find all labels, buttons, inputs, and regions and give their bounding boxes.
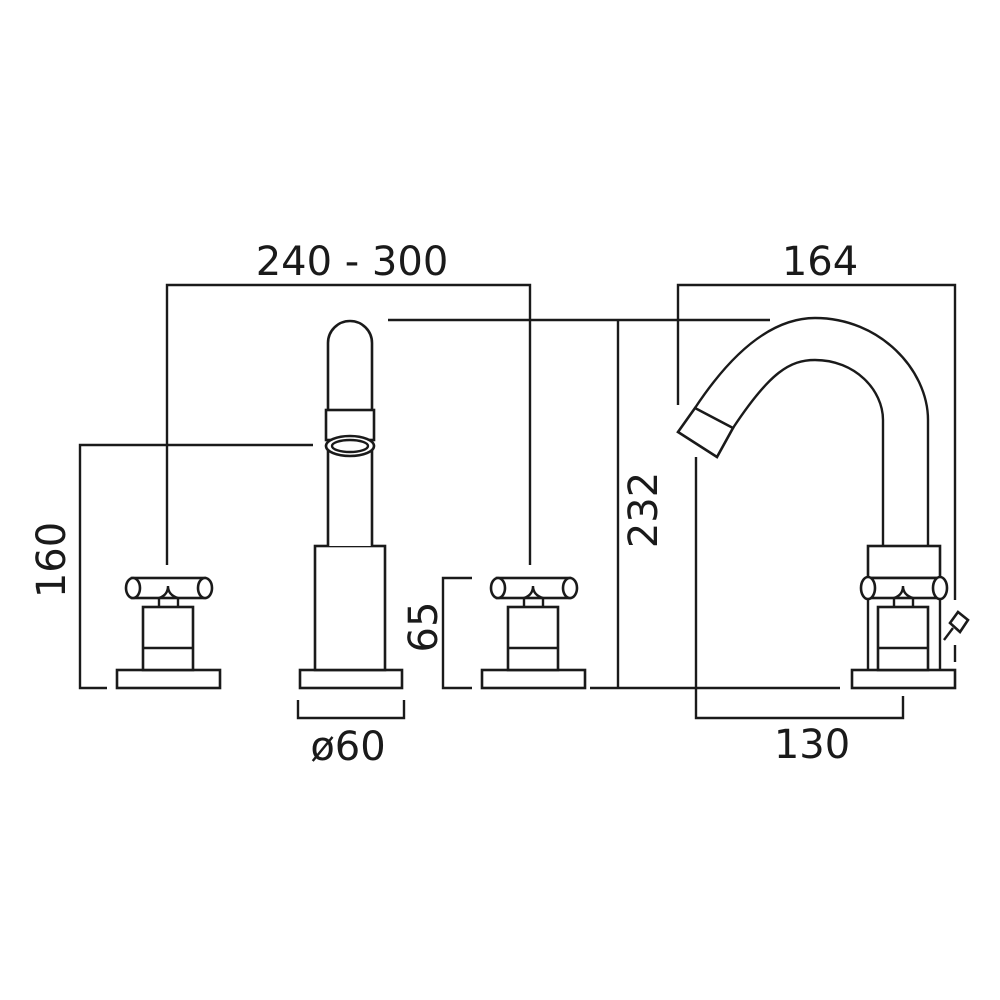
left-cross-handle-valve	[115, 576, 222, 690]
dim-handle-spacing: 240 - 300	[256, 239, 449, 285]
spout-front-view	[298, 319, 404, 690]
dim-spout-height: 160	[29, 522, 75, 598]
spout-side-view	[676, 316, 970, 690]
dim-spout-reach: 130	[774, 722, 850, 768]
dim-handle-height: 65	[401, 602, 447, 653]
dim-overall-depth: 164	[782, 239, 858, 285]
dim-base-diameter: ø60	[310, 724, 385, 770]
dim-total-height: 232	[621, 472, 667, 548]
dimension-lines	[78, 283, 957, 720]
right-cross-handle-valve	[480, 576, 587, 690]
pop-up-lever-icon	[948, 610, 970, 634]
